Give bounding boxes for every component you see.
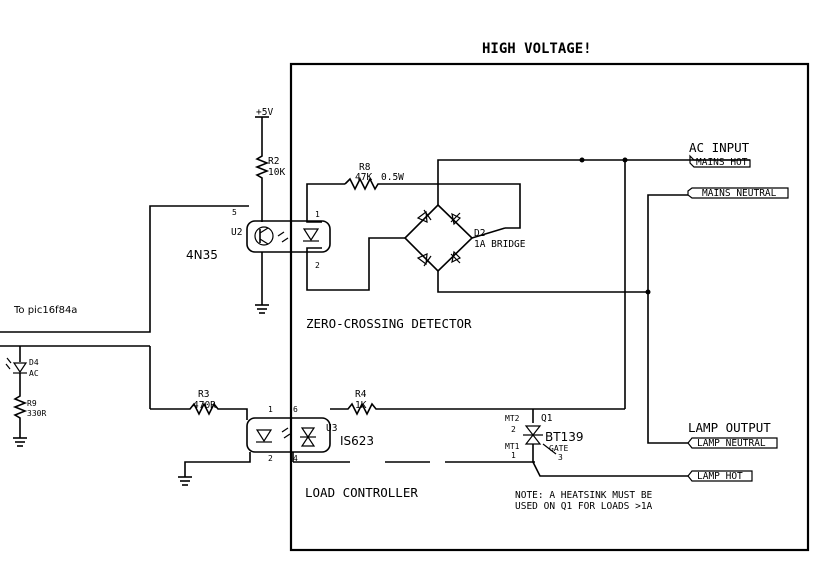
r3-ref: R3 bbox=[198, 389, 209, 400]
high-voltage-region bbox=[289, 62, 810, 552]
mains-neutral-wire bbox=[647, 194, 688, 444]
lamp-neutral-label: LAMP_NEUTRAL bbox=[697, 438, 766, 449]
u2-pin1: 1 bbox=[315, 210, 320, 219]
lamp-hot-label: LAMP_HOT bbox=[697, 471, 743, 482]
q1-pin3: 3 bbox=[558, 453, 563, 462]
u2-optocoupler bbox=[246, 220, 331, 253]
d4-value: AC bbox=[29, 369, 39, 378]
ac-input-heading: AC INPUT bbox=[689, 140, 750, 155]
heatsink-note-line1: NOTE: A HEATSINK MUST BE bbox=[515, 490, 653, 501]
u3-optotriac bbox=[246, 417, 331, 453]
u2-part: 4N35 bbox=[186, 248, 218, 262]
q1-pin2: 2 bbox=[511, 425, 516, 434]
lamp-neutral-connector bbox=[687, 437, 778, 449]
r8-rating: 0.5W bbox=[381, 172, 404, 183]
r3-value: 470R bbox=[193, 400, 216, 411]
r8-ref: R8 bbox=[359, 162, 371, 173]
r4-ref: R4 bbox=[355, 389, 367, 400]
r4-value: 1K bbox=[355, 400, 367, 411]
u2-led-anode-wire bbox=[306, 183, 345, 223]
u3-pin1: 1 bbox=[268, 405, 273, 414]
ground-symbol-u2 bbox=[255, 304, 269, 314]
mains-neutral-label: MAINS_NEUTRAL bbox=[702, 188, 777, 199]
r9-value: 330R bbox=[27, 409, 46, 418]
u2-pin5: 5 bbox=[232, 208, 237, 217]
d2-bridge-rectifier bbox=[403, 203, 474, 273]
u2-ref: U2 bbox=[231, 227, 242, 238]
bridge-ac-bottom-wire bbox=[437, 271, 648, 293]
vcc-label: +5V bbox=[256, 107, 273, 118]
mcu-input-wire bbox=[0, 205, 249, 333]
d2-value: 1A BRIDGE bbox=[474, 239, 526, 250]
mains-hot-label: MAINS_HOT bbox=[696, 157, 748, 168]
u3-pin2: 2 bbox=[268, 454, 273, 463]
u2-pin2: 2 bbox=[315, 261, 320, 270]
q1-gate: GATE bbox=[549, 444, 568, 453]
q1-mt2: MT2 bbox=[505, 414, 520, 423]
bridge-ac-top-wire bbox=[437, 159, 750, 205]
d4-ref: D4 bbox=[29, 358, 39, 367]
r9-ref: R9 bbox=[27, 399, 37, 408]
u3-ref: U3 bbox=[326, 423, 337, 434]
u3-part: IS623 bbox=[340, 434, 374, 448]
q1-part: BT139 bbox=[545, 430, 583, 444]
ground-symbol-u3 bbox=[178, 476, 192, 486]
mcu-annotation: To pic16f84a bbox=[13, 305, 77, 316]
r2-ref: R2 bbox=[268, 156, 279, 167]
d2-ref: D2 bbox=[474, 228, 485, 239]
r8-value: 47K bbox=[355, 172, 372, 183]
load-controller-label: LOAD CONTROLLER bbox=[305, 485, 418, 500]
vcc-symbol bbox=[255, 116, 269, 148]
d4-led bbox=[5, 357, 28, 374]
q1-ref: Q1 bbox=[541, 413, 553, 424]
lamp-output-heading: LAMP OUTPUT bbox=[688, 420, 771, 435]
ground-symbol-r9 bbox=[13, 437, 27, 447]
r4-resistor bbox=[330, 402, 625, 416]
r2-resistor bbox=[254, 148, 270, 222]
u2-led-cathode-wire bbox=[306, 237, 405, 291]
r2-value: 10K bbox=[268, 167, 285, 178]
high-voltage-title: HIGH VOLTAGE! bbox=[482, 41, 592, 57]
u3-pin4: 4 bbox=[293, 454, 298, 463]
zero-crossing-label: ZERO-CROSSING DETECTOR bbox=[306, 316, 472, 331]
u3-pin6: 6 bbox=[293, 405, 298, 414]
q1-pin1: 1 bbox=[511, 451, 516, 460]
q1-mt1: MT1 bbox=[505, 442, 520, 451]
mains-hot-connector bbox=[689, 154, 751, 168]
lamp-hot-connector bbox=[687, 470, 753, 482]
r8-resistor bbox=[344, 177, 521, 229]
heatsink-note-line2: USED ON Q1 FOR LOADS >1A bbox=[515, 501, 653, 512]
mains-neutral-connector bbox=[687, 187, 789, 199]
r9-resistor bbox=[12, 373, 28, 438]
r3-resistor bbox=[150, 402, 248, 420]
